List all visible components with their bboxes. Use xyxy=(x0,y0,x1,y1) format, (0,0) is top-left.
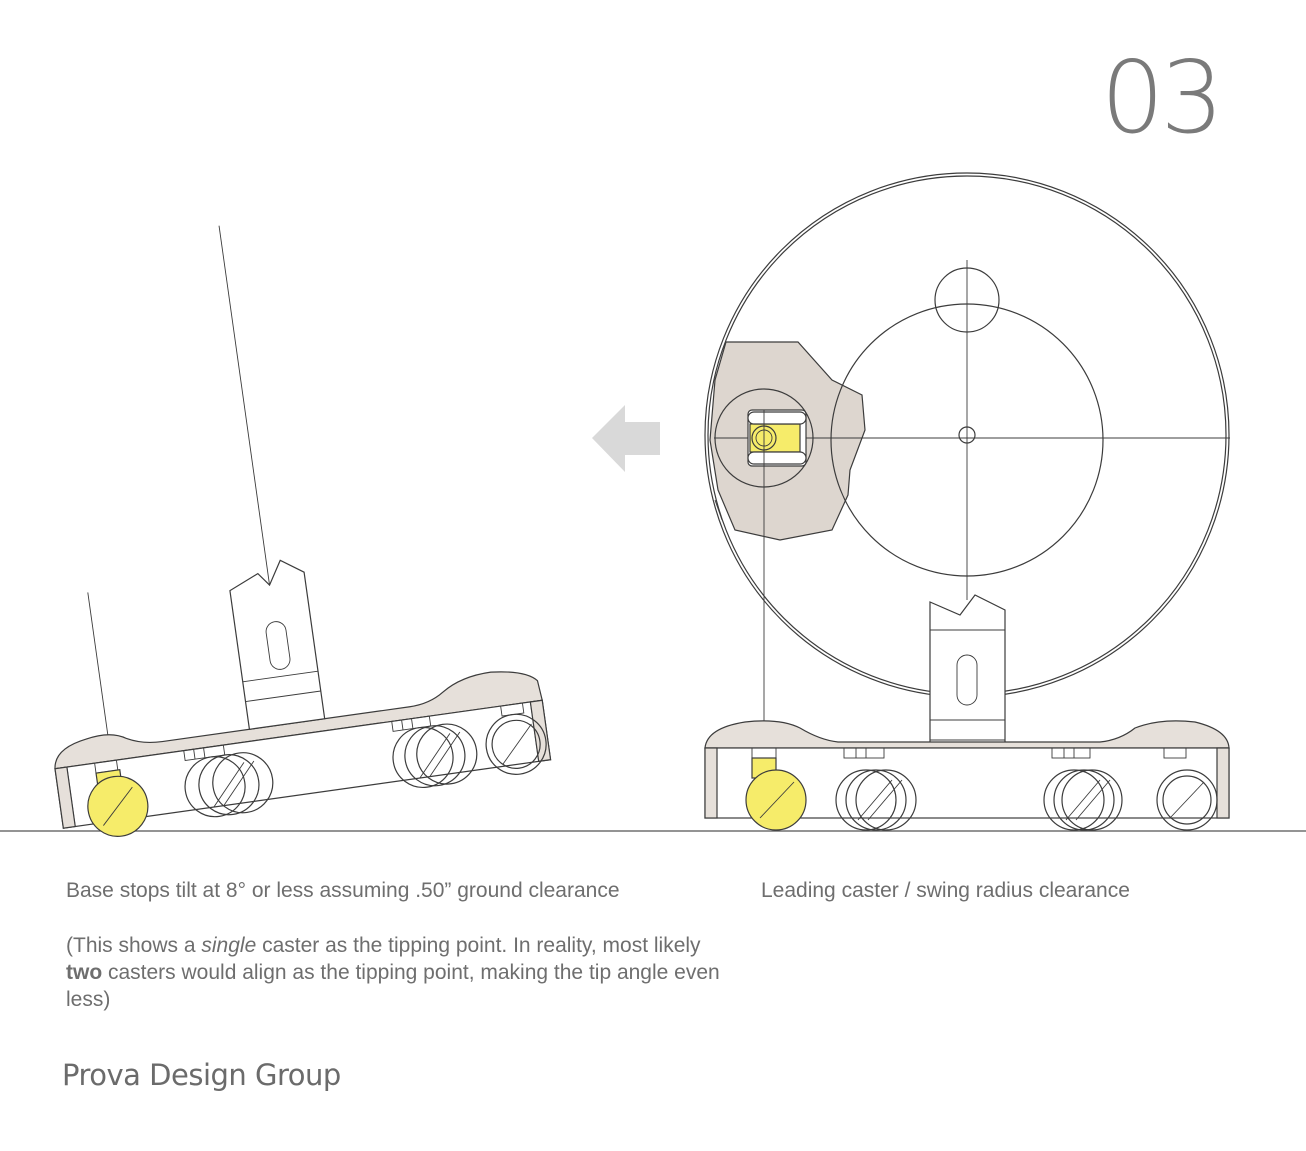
left-note-emphasis: single xyxy=(201,934,257,957)
tilted-base-assembly xyxy=(54,225,552,837)
left-note-part3: casters would align as the tipping point… xyxy=(66,961,720,1011)
tilted-caster-group-3 xyxy=(391,715,478,789)
page-number: 03 xyxy=(1100,39,1224,156)
left-caption: Base stops tilt at 8° or less assuming .… xyxy=(66,879,620,902)
left-note-part1: (This shows a xyxy=(66,934,202,957)
left-note: (This shows a single caster as the tippi… xyxy=(66,932,726,1013)
tilted-caster-group-2 xyxy=(183,744,274,818)
upright-base-assembly xyxy=(704,172,1230,831)
upright-caster-group-2 xyxy=(835,747,917,831)
right-caption: Leading caster / swing radius clearance xyxy=(761,879,1130,902)
upright-highlight-caster-wheel xyxy=(745,769,807,831)
upright-caster-group-3 xyxy=(1043,747,1123,831)
upright-base-top xyxy=(704,720,1230,749)
left-note-bold: two xyxy=(66,961,103,984)
left-note-part2: caster as the tipping point. In reality,… xyxy=(256,934,701,957)
upright-caster-4 xyxy=(1156,747,1218,831)
left-arrow-icon xyxy=(592,405,660,472)
tilted-base-top xyxy=(54,671,543,770)
brand-name: Prova Design Group xyxy=(62,1058,341,1092)
tilted-caster-4 xyxy=(485,702,547,775)
tilted-mast-block xyxy=(229,559,326,730)
upright-mast-block xyxy=(929,594,1006,756)
